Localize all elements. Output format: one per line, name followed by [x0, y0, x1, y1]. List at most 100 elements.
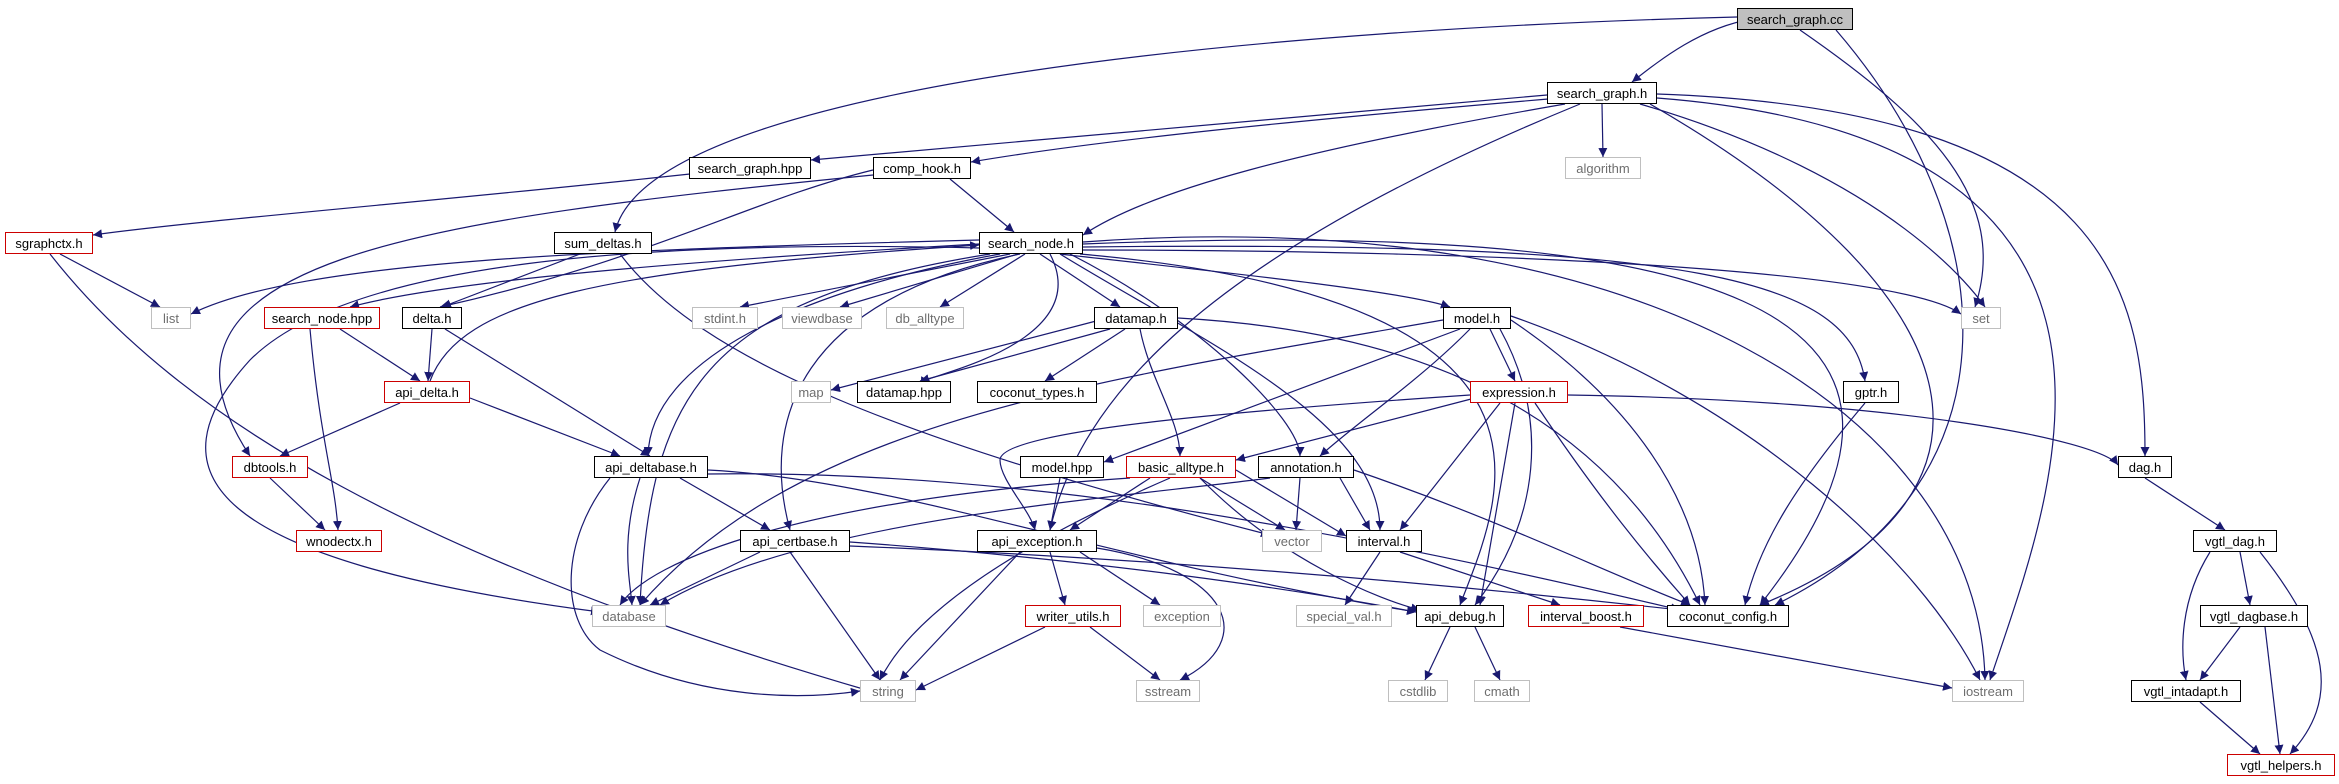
node-cstdlib[interactable]: cstdlib [1388, 680, 1448, 702]
dependency-edge [810, 94, 1548, 164]
node-gptr-h[interactable]: gptr.h [1843, 381, 1899, 403]
node-algorithm[interactable]: algorithm [1565, 157, 1641, 179]
node-coconut-types-h[interactable]: coconut_types.h [977, 381, 1097, 403]
dependency-edge [939, 253, 1026, 308]
node-dag-h[interactable]: dag.h [2118, 456, 2172, 478]
node-search-graph-hpp[interactable]: search_graph.hpp [689, 157, 811, 179]
node-vgtl-intadapt-h[interactable]: vgtl_intadapt.h [2131, 680, 2241, 702]
node-db-alltype[interactable]: db_alltype [886, 307, 964, 329]
dependency-edge [830, 319, 1101, 393]
node-interval-boost-h[interactable]: interval_boost.h [1528, 605, 1644, 627]
node-list[interactable]: list [151, 307, 191, 329]
node-vector[interactable]: vector [1262, 530, 1322, 552]
dependency-edge [643, 253, 1001, 457]
dependency-edge [1069, 477, 1151, 531]
dependency-edge [349, 243, 980, 310]
dependency-edge [612, 16, 1738, 233]
node-exception[interactable]: exception [1143, 605, 1221, 627]
node-delta-h[interactable]: delta.h [402, 307, 462, 329]
dependency-edge [1139, 328, 1185, 457]
node-sgraphctx-h[interactable]: sgraphctx.h [5, 232, 93, 254]
node-api-delta-h[interactable]: api_delta.h [384, 381, 470, 403]
dependency-edge [679, 477, 771, 531]
node-search-node-hpp[interactable]: search_node.hpp [264, 307, 380, 329]
dependency-edge [1399, 551, 1561, 607]
dependency-edge [839, 253, 1019, 309]
dependency-edge [1598, 103, 1608, 158]
node-iostream[interactable]: iostream [1952, 680, 2024, 702]
dependency-edge [444, 328, 651, 457]
dependency-edge [2239, 551, 2253, 606]
node-string[interactable]: string [860, 680, 916, 702]
dependency-edge [2179, 551, 2211, 681]
dependency-edge [1619, 626, 1953, 691]
dependency-edge [309, 328, 342, 531]
dependency-edge [707, 469, 1417, 615]
dependency-edge [2264, 626, 2284, 755]
node-vgtl-dagbase-h[interactable]: vgtl_dagbase.h [2200, 605, 2308, 627]
node-viewdbase[interactable]: viewdbase [782, 307, 862, 329]
node-expression-h[interactable]: expression.h [1470, 381, 1568, 403]
node-datamap-h[interactable]: datamap.h [1094, 307, 1178, 329]
dependency-edge [1082, 236, 1990, 681]
dependency-edge [639, 319, 1444, 606]
node-search-graph-h[interactable]: search_graph.h [1547, 82, 1657, 104]
node-model-h[interactable]: model.h [1443, 307, 1511, 329]
node-sum-deltas-h[interactable]: sum_deltas.h [554, 232, 652, 254]
dependency-edge [659, 477, 1271, 606]
node-dbtools-h[interactable]: dbtools.h [232, 456, 308, 478]
node-search-node-h[interactable]: search_node.h [979, 232, 1083, 254]
node-database[interactable]: database [592, 605, 666, 627]
dependency-edge [49, 253, 871, 693]
node-comp-hook-h[interactable]: comp_hook.h [873, 157, 971, 179]
node-search-graph-cc[interactable]: search_graph.cc [1737, 8, 1853, 30]
node-map[interactable]: map [791, 381, 831, 403]
node-coconut-config-h[interactable]: coconut_config.h [1667, 605, 1789, 627]
dependency-edge [1474, 328, 1533, 606]
node-api-exception-h[interactable]: api_exception.h [977, 530, 1097, 552]
dependency-edge [269, 477, 326, 531]
dependency-edge [190, 239, 980, 315]
node-model-hpp[interactable]: model.hpp [1020, 456, 1104, 478]
dependency-edge [707, 473, 1681, 613]
dependency-edge [1799, 29, 1984, 308]
dependency-edge [1199, 477, 1286, 531]
node-sstream[interactable]: sstream [1136, 680, 1200, 702]
dependency-edge [1199, 477, 1421, 613]
node-api-certbase-h[interactable]: api_certbase.h [740, 530, 850, 552]
dependency-edge [1774, 29, 1964, 606]
node-cmath[interactable]: cmath [1474, 680, 1530, 702]
node-datamap-hpp[interactable]: datamap.hpp [857, 381, 951, 403]
node-set[interactable]: set [1961, 307, 2001, 329]
node-vgtl-dag-h[interactable]: vgtl_dag.h [2193, 530, 2277, 552]
dependency-edge [1082, 103, 1566, 236]
dependency-edge [1631, 18, 1753, 83]
dependency-edge [1059, 253, 1385, 531]
node-api-debug-h[interactable]: api_debug.h [1416, 605, 1504, 627]
dependency-edge [1292, 477, 1302, 531]
node-special-val-h[interactable]: special_val.h [1296, 605, 1392, 627]
node-wnodectx-h[interactable]: wnodectx.h [296, 530, 382, 552]
node-annotation-h[interactable]: annotation.h [1258, 456, 1354, 478]
dependency-edge [635, 253, 991, 606]
dependency-edge [1534, 402, 1691, 606]
dependency-edge [949, 178, 1015, 233]
dependency-edge [849, 541, 1417, 615]
dependency-edge [899, 551, 1021, 681]
node-stdint-h[interactable]: stdint.h [692, 307, 758, 329]
node-writer-utils-h[interactable]: writer_utils.h [1025, 605, 1121, 627]
dependency-edge [1235, 397, 1476, 463]
dependency-edge [1649, 103, 1934, 606]
dependency-edge [1082, 249, 1962, 315]
dependency-edge [919, 328, 1111, 383]
dependency-edge [1044, 328, 1126, 382]
node-basic-alltype-h[interactable]: basic_alltype.h [1126, 456, 1236, 478]
dependency-edge [1489, 328, 1516, 382]
dependency-edge [279, 402, 401, 457]
node-api-deltabase-h[interactable]: api_deltabase.h [594, 456, 708, 478]
node-interval-h[interactable]: interval.h [1346, 530, 1422, 552]
dependency-edge [1474, 626, 1501, 681]
node-vgtl-helpers-h[interactable]: vgtl_helpers.h [2227, 754, 2335, 776]
